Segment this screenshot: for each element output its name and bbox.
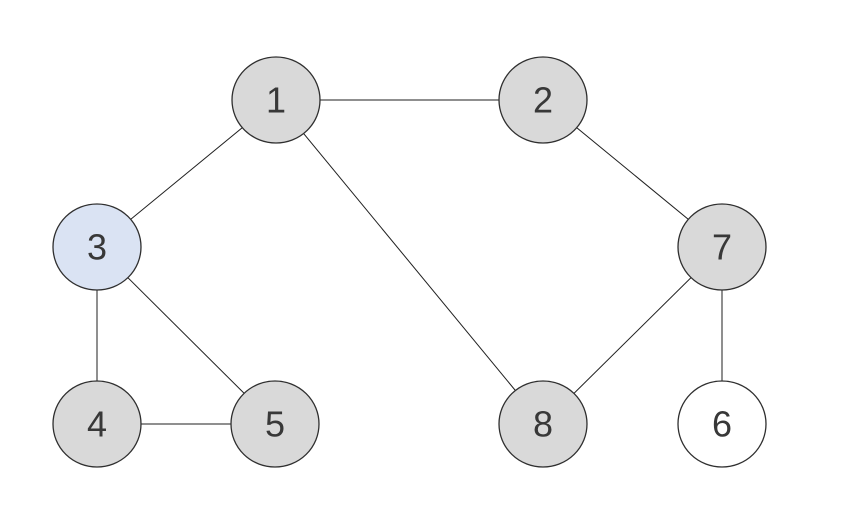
node-1[interactable]: 1 bbox=[231, 56, 321, 144]
node-2[interactable]: 2 bbox=[498, 56, 588, 144]
node-6[interactable]: 6 bbox=[677, 380, 767, 468]
node-circle-7[interactable] bbox=[677, 203, 767, 291]
node-circle-5[interactable] bbox=[230, 380, 320, 468]
node-circle-3[interactable] bbox=[52, 203, 142, 291]
node-circle-2[interactable] bbox=[498, 56, 588, 144]
node-4[interactable]: 4 bbox=[52, 380, 142, 468]
node-circle-4[interactable] bbox=[52, 380, 142, 468]
node-7[interactable]: 7 bbox=[677, 203, 767, 291]
node-8[interactable]: 8 bbox=[498, 380, 588, 468]
node-circle-6[interactable] bbox=[677, 380, 767, 468]
node-5[interactable]: 5 bbox=[230, 380, 320, 468]
node-circle-1[interactable] bbox=[231, 56, 321, 144]
edge-1-8 bbox=[275, 99, 544, 425]
node-3[interactable]: 3 bbox=[52, 203, 142, 291]
edges-layer bbox=[96, 99, 723, 425]
node-circle-8[interactable] bbox=[498, 380, 588, 468]
